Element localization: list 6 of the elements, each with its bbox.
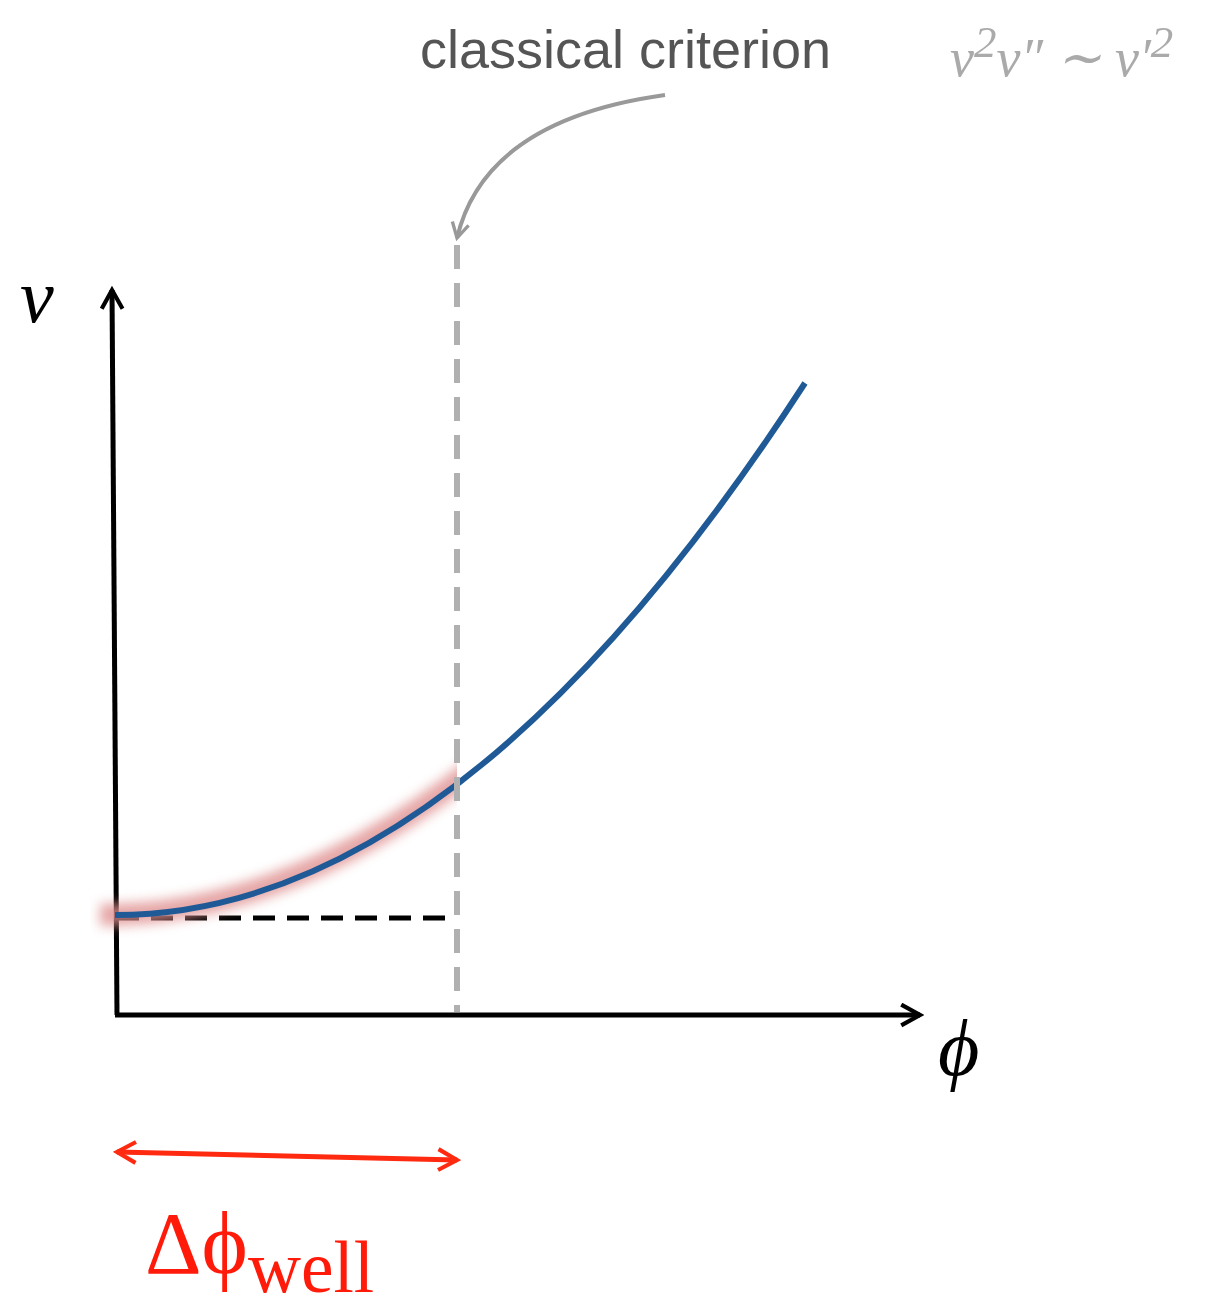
dimension-label: Δϕ$_{well}$ (145, 1200, 375, 1304)
formula: v$^{2}$v″ ∼ v′$^{2}$ (950, 20, 1174, 85)
leader-line (451, 93, 666, 240)
dashed-line (454, 245, 460, 1012)
annotation-text: classical criterion (420, 22, 832, 76)
axis-label: v (20, 258, 54, 334)
